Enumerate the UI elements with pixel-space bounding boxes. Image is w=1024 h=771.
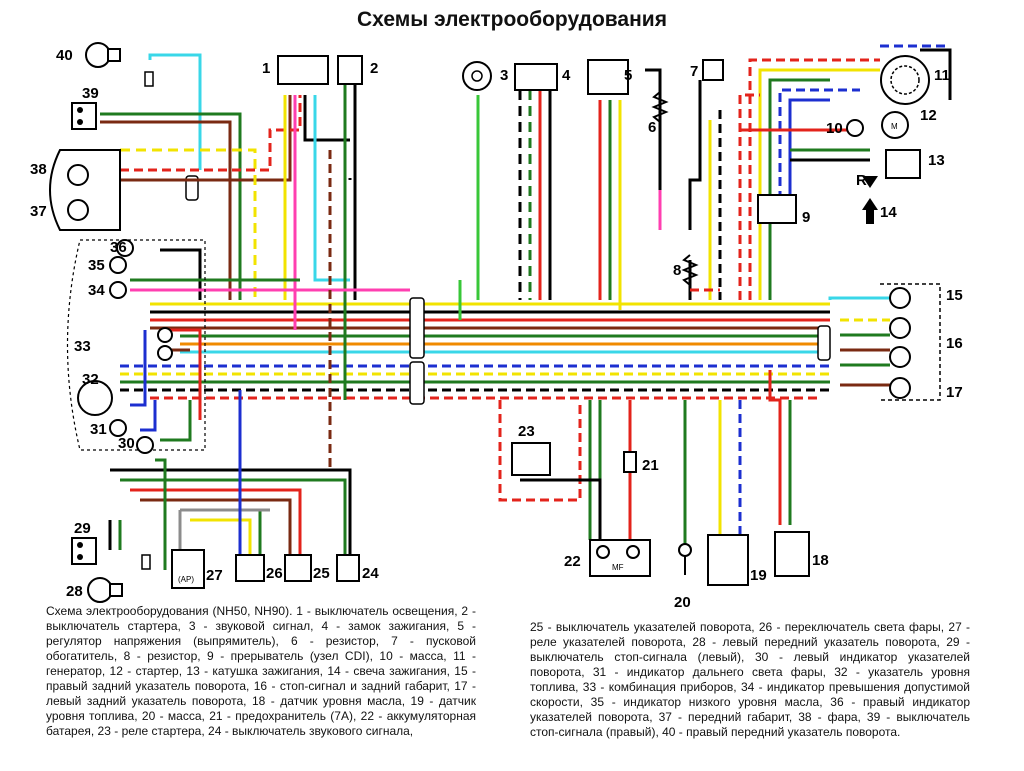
front-right-indicator	[85, 42, 154, 87]
svg-text:26: 26	[266, 565, 283, 582]
svg-text:39: 39	[82, 85, 99, 102]
svg-text:R: R	[856, 172, 867, 189]
front-left-indicator	[87, 554, 151, 603]
svg-text:12: 12	[920, 107, 937, 124]
svg-text:6: 6	[648, 119, 656, 136]
horn	[462, 61, 492, 91]
top-left-wiring	[100, 53, 410, 400]
headlight-assembly	[49, 149, 121, 231]
svg-text:7: 7	[690, 63, 698, 80]
svg-text:MF: MF	[612, 563, 624, 572]
ignition-switch	[514, 63, 558, 91]
svg-text:23: 23	[518, 423, 535, 440]
lower-center-wiring	[498, 370, 792, 545]
svg-text:24: 24	[362, 565, 379, 582]
svg-text:19: 19	[750, 567, 767, 584]
svg-text:2: 2	[370, 60, 378, 77]
battery: MF	[589, 539, 651, 577]
svg-text:18: 18	[812, 552, 829, 569]
spark-plug	[862, 176, 878, 224]
svg-text:14: 14	[880, 204, 897, 221]
svg-text:33: 33	[74, 338, 91, 355]
left-brake-switch	[71, 537, 97, 565]
svg-text:36: 36	[110, 239, 127, 256]
generator	[880, 55, 930, 105]
svg-text:25: 25	[313, 565, 330, 582]
fuse	[623, 451, 637, 473]
fuel-level-sensor	[707, 534, 749, 586]
ignition-coil	[885, 149, 921, 179]
svg-text:11: 11	[934, 67, 950, 84]
resistor-8	[681, 254, 699, 286]
svg-text:40: 40	[56, 47, 73, 64]
svg-text:30: 30	[118, 435, 135, 452]
auto-choke	[702, 59, 724, 81]
svg-text:27: 27	[206, 567, 223, 584]
instrument-cluster	[66, 239, 206, 454]
svg-text:16: 16	[946, 335, 963, 352]
caption-left: Схема электрооборудования (NH50, NH90). …	[46, 604, 476, 738]
svg-text:17: 17	[946, 384, 963, 401]
svg-text:1: 1	[262, 60, 270, 77]
ground-20	[678, 543, 692, 575]
svg-text:38: 38	[30, 161, 47, 178]
caption-right: 25 - выключатель указателей поворота, 26…	[530, 620, 970, 739]
main-harness	[120, 302, 830, 400]
indicator-relay: (AP)	[171, 549, 205, 589]
svg-text:35: 35	[88, 257, 105, 274]
harness-connectors	[185, 175, 831, 405]
svg-text:37: 37	[30, 203, 47, 220]
svg-text:10: 10	[826, 120, 843, 137]
svg-text:M: M	[891, 122, 898, 131]
resistor-6	[651, 91, 669, 123]
regulator	[587, 59, 629, 95]
svg-text:5: 5	[624, 67, 632, 84]
svg-text:28: 28	[66, 583, 83, 600]
svg-text:29: 29	[74, 520, 91, 537]
rear-lights-wiring	[828, 296, 890, 387]
wiring-diagram: (AP) M	[30, 42, 963, 610]
svg-text:32: 32	[82, 371, 99, 388]
handlebar-switches	[277, 55, 363, 85]
cdi-unit	[757, 194, 797, 224]
lower-left-wiring	[108, 150, 352, 570]
svg-text:3: 3	[500, 67, 508, 84]
svg-text:9: 9	[802, 209, 810, 226]
rear-lights	[880, 283, 941, 401]
svg-text:21: 21	[642, 457, 659, 474]
starter-motor: M	[846, 111, 909, 139]
diagram-title: Схемы электрооборудования	[357, 8, 667, 31]
svg-text:20: 20	[674, 594, 691, 610]
oil-level-sensor	[774, 531, 810, 577]
svg-text:34: 34	[88, 282, 105, 299]
svg-text:13: 13	[928, 152, 945, 169]
component-labels: 1 2 3 4 5 6 7 8 9 10 11 12 13 14 15 16 1…	[30, 47, 963, 610]
starter-relay	[511, 442, 551, 476]
right-brake-switch	[71, 102, 97, 130]
svg-text:31: 31	[90, 421, 107, 438]
svg-text:4: 4	[562, 67, 571, 84]
bottom-switches	[235, 554, 360, 582]
middle-wiring	[458, 68, 662, 320]
svg-text:15: 15	[946, 287, 963, 304]
svg-text:22: 22	[564, 553, 581, 570]
svg-text:8: 8	[673, 262, 681, 279]
svg-text:(AP): (AP)	[178, 575, 194, 584]
